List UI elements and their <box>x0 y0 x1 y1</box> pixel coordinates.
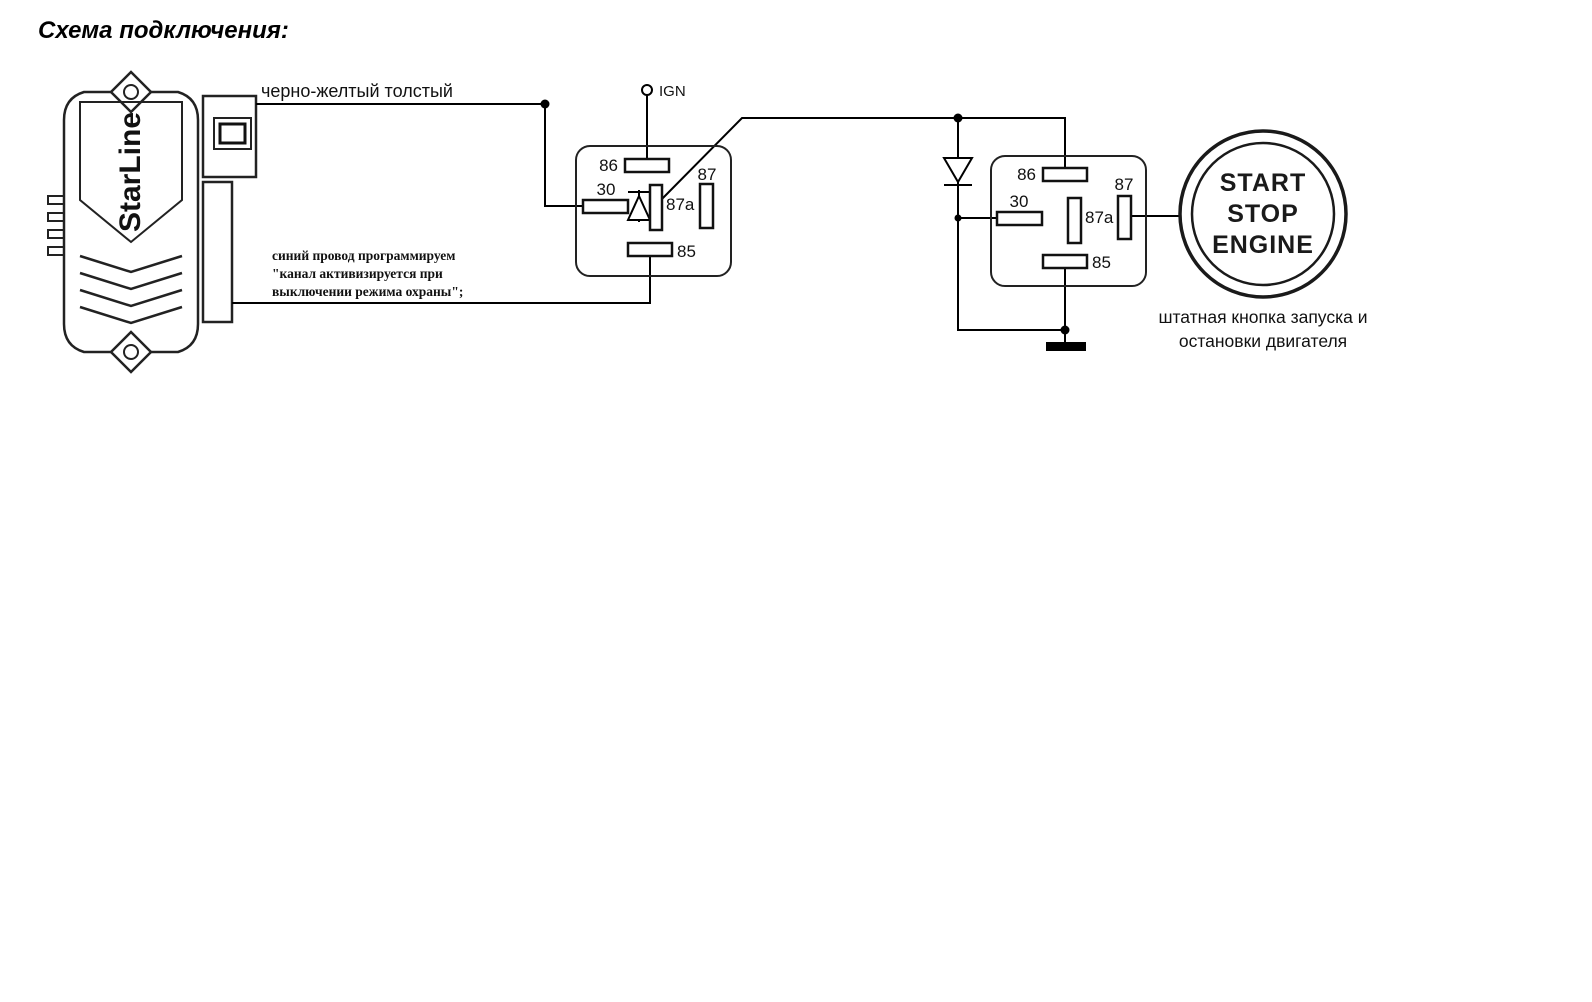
button-label-start: START <box>1220 169 1306 197</box>
black-yellow-wire-label: черно-желтый толстый <box>261 81 453 101</box>
unit-brand-panel <box>79 101 183 244</box>
relay-1-body <box>575 145 732 277</box>
relay2-pin86-label: 86 <box>1017 165 1036 184</box>
diode-2-icon <box>942 157 974 184</box>
relay2-pin87a-label: 87a <box>1085 208 1114 227</box>
button-caption-line1: штатная кнопка запуска и <box>1158 307 1367 327</box>
blue-wire-note-line2: "канал активизируется при <box>272 266 443 281</box>
wire-blue <box>232 256 651 304</box>
relay-1-pin-87a <box>648 183 664 232</box>
page-title: Схема подключения: <box>38 17 289 44</box>
relay-1-pin-85 <box>626 241 674 258</box>
button-inner-ring <box>1190 141 1336 287</box>
relay1-pin87-label: 87 <box>698 165 717 184</box>
relay-1-pin-30 <box>581 198 630 215</box>
ground-bar-icon <box>1046 342 1086 351</box>
relay-2-pin-30 <box>995 210 1044 227</box>
blue-wire-note-line3: выключении режима охраны"; <box>272 284 463 299</box>
unit-body <box>62 90 200 354</box>
button-caption-line2: остановки двигателя <box>1179 331 1347 351</box>
relay-1-pin-86 <box>623 157 671 174</box>
relay-2-pin-87 <box>1116 194 1133 241</box>
relay-1: 86 30 87a 87 85 <box>575 145 732 277</box>
relay1-pin87a-label: 87a <box>666 195 695 214</box>
diode-2 <box>942 157 974 186</box>
relay2-pin85-label: 85 <box>1092 253 1111 272</box>
relay-2-pin-87a <box>1066 196 1083 245</box>
button-label-engine: ENGINE <box>1212 231 1314 259</box>
unit-bottom-hole-icon <box>123 344 139 360</box>
relay-2-pin-86 <box>1041 166 1089 183</box>
diode-1-icon <box>626 193 652 221</box>
junction-dot <box>954 214 962 222</box>
relay2-pin30-label: 30 <box>1010 192 1029 211</box>
relay1-pin86-label: 86 <box>599 156 618 175</box>
relay1-pin85-label: 85 <box>677 242 696 261</box>
unit-connector-b <box>201 180 234 324</box>
ign-terminal-icon <box>641 84 653 96</box>
wire-87a-to-relay2 <box>657 117 1066 204</box>
blue-wire-note: синий провод программируем "канал активи… <box>272 248 463 299</box>
ground-symbol <box>1046 330 1086 351</box>
relay2-pin87-label: 87 <box>1115 175 1134 194</box>
relay1-pin30-label: 30 <box>597 180 616 199</box>
starline-unit: StarLine <box>47 70 258 374</box>
start-stop-button: START STOP ENGINE <box>1178 129 1348 299</box>
ign-label: IGN <box>659 83 686 100</box>
wire-relay2-ground-rail <box>957 218 1065 331</box>
unit-chevron-hatch <box>79 254 183 325</box>
ign-terminal: IGN <box>641 83 686 159</box>
button-caption: штатная кнопка запуска и остановки двига… <box>1158 307 1367 351</box>
unit-connector-a <box>201 94 258 179</box>
relay-2-pin-85 <box>1041 253 1089 270</box>
diode-1 <box>626 190 652 222</box>
unit-top-hole-icon <box>123 84 139 100</box>
relay-2: 86 30 87a 87 85 <box>990 155 1147 287</box>
unit-left-notches <box>47 195 65 256</box>
relay-1-pin-87 <box>698 182 715 230</box>
relay-2-body <box>990 155 1147 287</box>
unit-bottom-mount <box>109 330 153 374</box>
blue-wire-note-line1: синий провод программируем <box>272 248 455 263</box>
wire-black-yellow <box>256 103 583 207</box>
button-label-stop: STOP <box>1227 200 1299 228</box>
junction-dot <box>540 99 550 109</box>
brand-logo: StarLine <box>114 112 147 232</box>
